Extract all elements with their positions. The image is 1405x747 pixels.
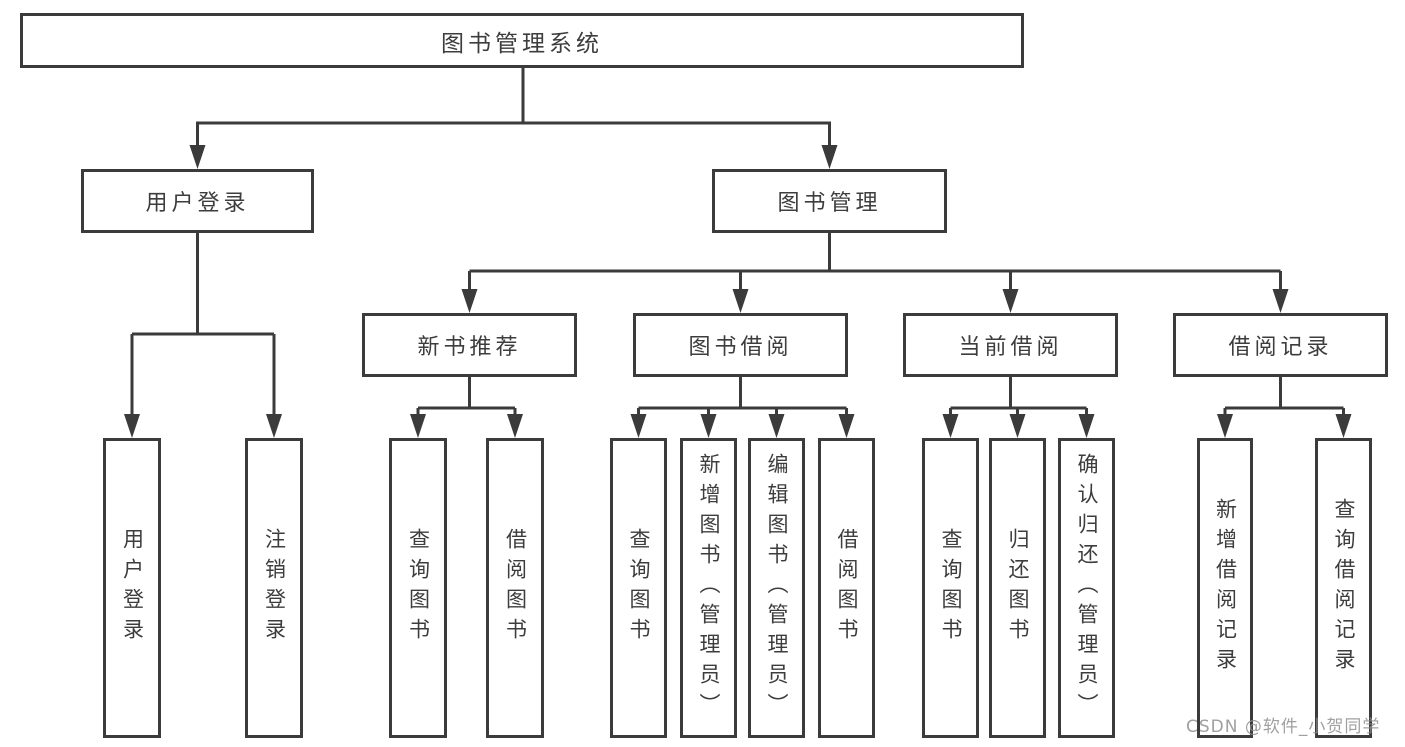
node-current-borrow: 当前借阅 [903,313,1118,377]
leaf-borrow-book: 借阅图书 [818,438,875,738]
leaf-add-book-admin: 新增图书（管理员） [680,438,737,738]
leaf-logout: 注销登录 [245,438,303,738]
node-book-borrow: 图书借阅 [633,313,848,377]
leaf-add-borrow-record: 新增借阅记录 [1197,438,1253,738]
leaf-query-book-recommend: 查询图书 [389,438,447,738]
node-new-book-recommend: 新书推荐 [362,313,577,377]
node-user-login: 用户登录 [81,169,314,233]
leaf-query-borrow-record: 查询借阅记录 [1315,438,1372,738]
leaf-user-login: 用户登录 [103,438,161,738]
leaf-return-book: 归还图书 [989,438,1046,738]
csdn-watermark: CSDN @软件_小贺同学 [1186,717,1381,737]
node-borrow-records: 借阅记录 [1173,313,1388,377]
leaf-borrow-book-recommend: 借阅图书 [486,438,544,738]
node-root-system: 图书管理系统 [20,13,1024,68]
leaf-query-book-current: 查询图书 [922,438,979,738]
leaf-confirm-return-admin: 确认归还（管理员） [1058,438,1115,738]
node-book-management: 图书管理 [712,169,947,233]
leaf-query-book-borrow: 查询图书 [610,438,667,738]
arrowheads [124,145,1352,438]
leaf-edit-book-admin: 编辑图书（管理员） [748,438,805,738]
